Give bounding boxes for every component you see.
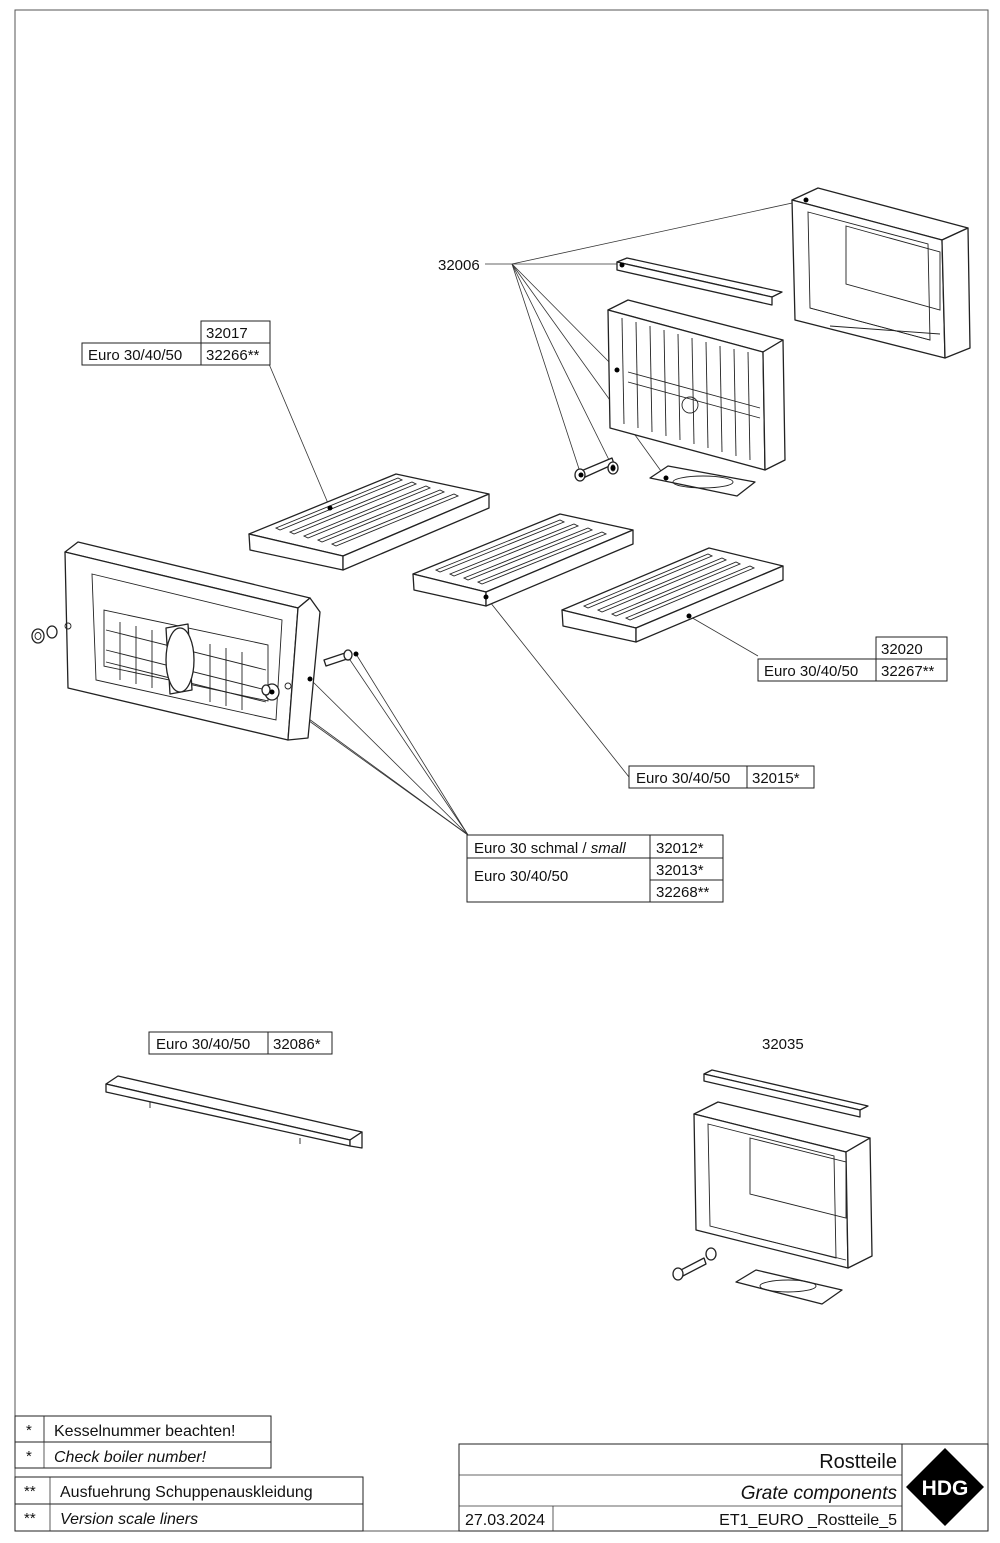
ribbed-refractory-block (607, 299, 786, 471)
legend-text-4: Version scale liners (60, 1511, 198, 1528)
legend-mark-2: * (26, 1448, 32, 1465)
grate-frame-part-no-small: 32012* (656, 840, 704, 857)
rail-variant: Euro 30/40/50 (156, 1036, 250, 1053)
grate-frame-assembly (31, 541, 359, 741)
legend-text-2: Check boiler number! (54, 1449, 207, 1466)
callout-center-grate: Euro 30/40/50 32015* (628, 765, 815, 789)
hdg-logo: HDG (906, 1448, 984, 1526)
top-grate-part-no: 32017 (206, 325, 248, 342)
legend-mark-4: ** (24, 1510, 36, 1527)
bolt-washer-set (574, 457, 756, 497)
grate-frame-variant-small: Euro 30 schmal / small (474, 840, 626, 857)
grate-plate-upper (248, 473, 490, 571)
leader-lines (265, 199, 807, 836)
center-grate-variant: Euro 30/40/50 (636, 770, 730, 787)
callout-rail: Euro 30/40/50 32086* (148, 1031, 333, 1055)
callout-top-grate: 32017 Euro 30/40/50 32266** (81, 320, 271, 366)
title-block-title: Rostteile (819, 1451, 897, 1473)
title-block: Rostteile Grate components 27.03.2024 ET… (458, 1443, 989, 1532)
grate-frame-part-no: 32013* (656, 862, 704, 879)
legend-mark-1: * (26, 1422, 32, 1439)
hdg-logo-text: HDG (922, 1477, 969, 1500)
liner-set (672, 1069, 873, 1305)
refractory-box-top (791, 187, 971, 359)
callout-right-grate: 32020 Euro 30/40/50 32267** (757, 636, 948, 682)
right-grate-variant-part-no: 32267** (881, 663, 935, 680)
label-32006: 32006 (438, 257, 480, 274)
top-grate-variant-part-no: 32266** (206, 347, 260, 364)
legend-text-1: Kesselnummer beachten! (54, 1423, 235, 1440)
title-block-date: 27.03.2024 (465, 1512, 545, 1529)
callout-grate-frame: Euro 30 schmal / small 32012* Euro 30/40… (466, 834, 724, 903)
right-grate-variant: Euro 30/40/50 (764, 663, 858, 680)
legend-text-3: Ausfuehrung Schuppenauskleidung (60, 1484, 313, 1501)
title-block-subtitle: Grate components (741, 1483, 898, 1504)
legend: * Kesselnummer beachten! * Check boiler … (14, 1415, 364, 1532)
grate-frame-part-no-alt: 32268** (656, 884, 710, 901)
right-grate-part-no: 32020 (881, 641, 923, 658)
label-32035: 32035 (762, 1036, 804, 1053)
refractory-strip (616, 257, 783, 306)
top-grate-variant: Euro 30/40/50 (88, 347, 182, 364)
grate-frame-variant: Euro 30/40/50 (474, 868, 568, 885)
title-block-drawing-no: ET1_EURO _Rostteile_5 (719, 1512, 897, 1529)
rail-part-no: 32086* (273, 1036, 321, 1053)
center-grate-part-no: 32015* (752, 770, 800, 787)
grate-plate-right (561, 547, 784, 643)
legend-mark-3: ** (24, 1483, 36, 1500)
grate-plate-center (412, 513, 634, 607)
rail-part (105, 1075, 363, 1149)
